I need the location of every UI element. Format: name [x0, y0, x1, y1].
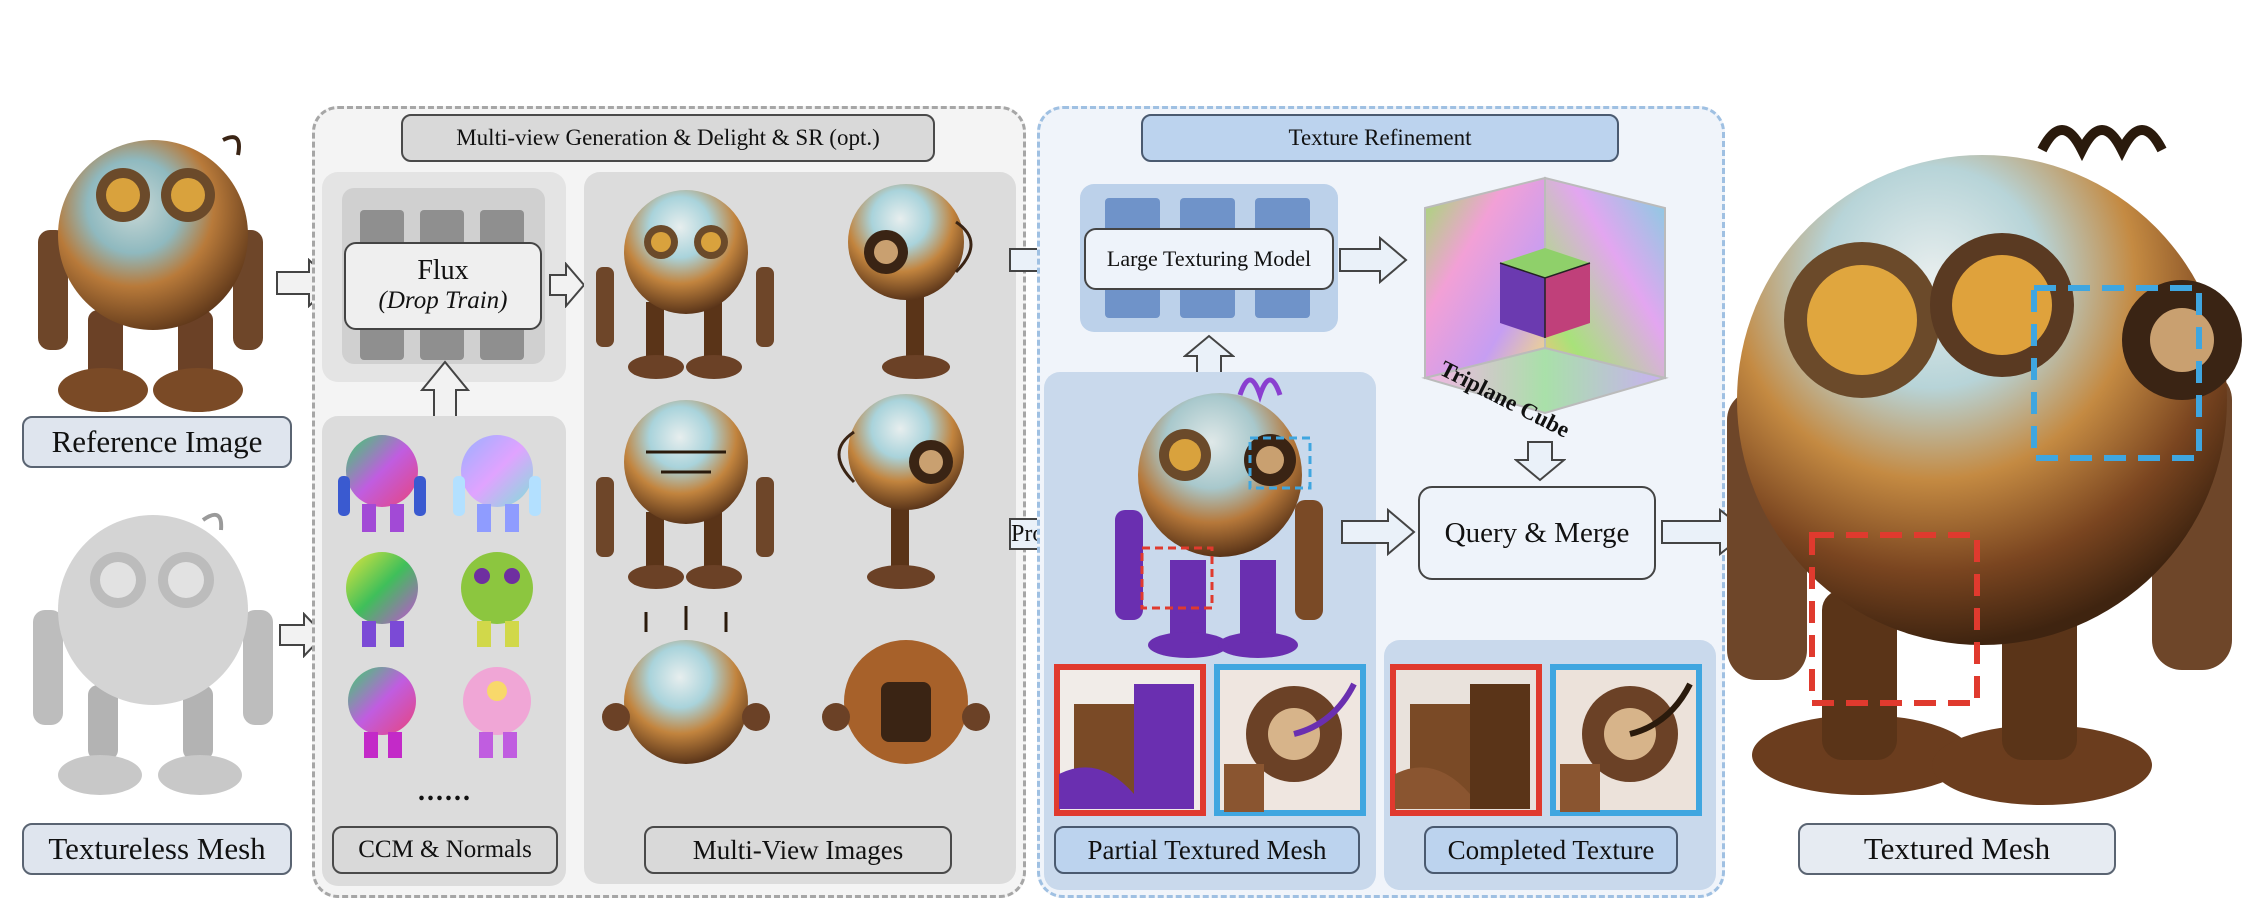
ccm-normals-maps — [338, 435, 541, 758]
normal-back — [463, 667, 531, 758]
textureless-mesh-label: Textureless Mesh — [22, 823, 292, 875]
normal-side — [461, 552, 533, 647]
view-bottom — [822, 640, 990, 764]
view-back — [596, 400, 774, 589]
textureless-mesh-image — [33, 512, 273, 795]
ellipsis-text: ...... — [418, 776, 472, 807]
view-front — [596, 190, 774, 379]
arrow-mesh-to-ltm — [1183, 334, 1235, 375]
triplane-cube — [1421, 176, 1669, 415]
textured-mesh-label: Textured Mesh — [1798, 823, 2116, 875]
reference-image-label: Reference Image — [22, 416, 292, 468]
view-right — [848, 184, 973, 379]
flux-subtitle: (Drop Train) — [378, 287, 508, 315]
partial-mesh-label: Partial Textured Mesh — [1054, 826, 1360, 874]
view-top — [602, 606, 770, 764]
flux-box: Flux (Drop Train) — [344, 242, 542, 330]
ccm-back — [348, 667, 416, 758]
view-left — [837, 394, 964, 589]
arrow-partial-to-query — [1341, 508, 1416, 556]
multiview-images-label: Multi-View Images — [644, 826, 952, 874]
ltm-box: Large Texturing Model — [1084, 228, 1334, 290]
multiview-generation-title: Multi-view Generation & Delight & SR (op… — [401, 114, 935, 162]
textured-mesh-image — [1727, 125, 2242, 805]
ccm-normals-label: CCM & Normals — [332, 826, 558, 874]
normal-front — [453, 435, 541, 532]
ccm-front — [338, 435, 426, 532]
ccm-side — [346, 552, 418, 647]
completed-zoom-red — [1390, 664, 1542, 816]
query-merge-box: Query & Merge — [1418, 486, 1656, 580]
multiview-images — [596, 184, 990, 764]
arrow-flux-to-multiview — [549, 262, 586, 308]
arrow-ltm-to-cube — [1339, 236, 1408, 284]
arrow-cube-to-query — [1514, 441, 1566, 482]
texture-refinement-title: Texture Refinement — [1141, 114, 1619, 162]
flux-title: Flux — [417, 254, 469, 286]
arrow-ccm-to-flux — [420, 360, 470, 421]
partial-zoom-blue — [1214, 664, 1366, 816]
partial-zoom-red — [1054, 664, 1206, 816]
completed-texture-label: Completed Texture — [1424, 826, 1678, 874]
completed-zoom-blue — [1550, 664, 1702, 816]
reference-robot-image — [38, 135, 263, 412]
partial-textured-robot — [1115, 377, 1323, 658]
